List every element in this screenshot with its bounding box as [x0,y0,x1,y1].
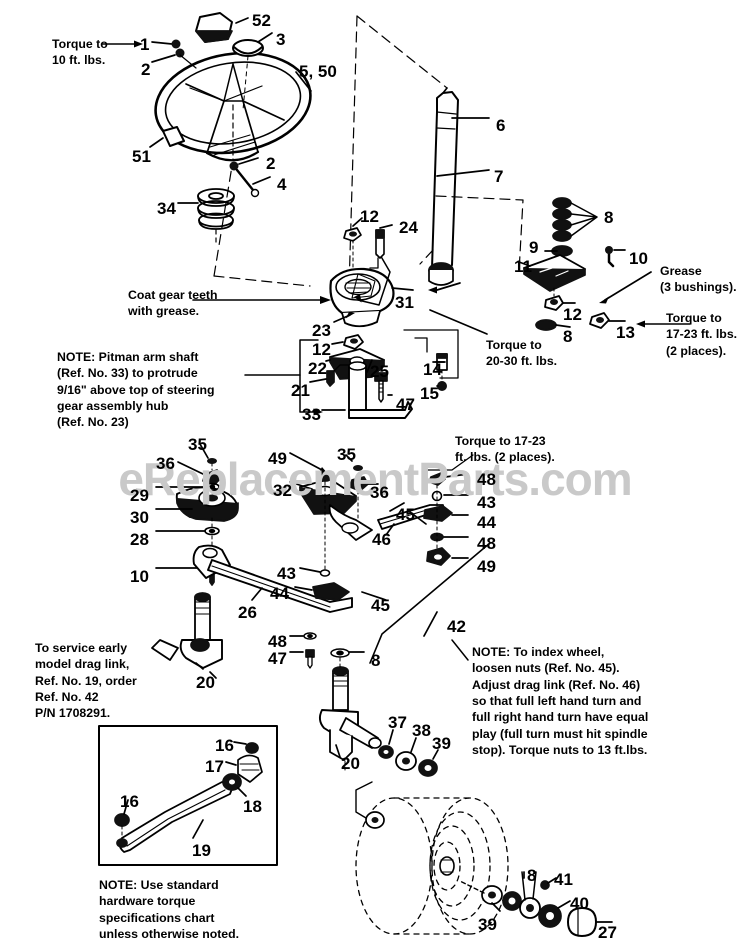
note-index-wheel: NOTE: To index wheel, loosen nuts (Ref. … [472,645,649,758]
callout-550-c550: 5, 50 [299,62,337,81]
note-grease-bushings: Grease (3 bushings). [660,264,737,295]
callout-1-c1: 1 [140,35,150,54]
callout-35-c35b: 35 [337,445,356,464]
callout-37-c37: 37 [388,713,407,732]
callout-26-c26: 26 [238,603,257,622]
callout-27-c27: 27 [598,923,617,942]
callout-52-c52: 52 [252,11,271,30]
callout-11-c11: 11 [514,257,532,276]
callout-7-c7: 7 [494,167,504,186]
callout-15-c15: 15 [420,384,439,403]
callout-42-c42: 42 [447,617,466,636]
callout-16-c16a: 16 [215,736,234,755]
callout-48-c48b: 48 [477,470,496,489]
callout-48-c48a: 48 [268,632,287,651]
callout-36-c36b: 36 [370,483,389,502]
callout-45-c45a: 45 [396,505,415,524]
callout-18-c18: 18 [243,797,262,816]
callout-10-c10a: 10 [629,249,648,268]
callout-13-c13: 13 [616,323,635,342]
callout-45-c45b: 45 [371,596,390,615]
callout-44-c44a: 44 [270,584,289,603]
callout-16-c16b: 16 [120,792,139,811]
callout-30-c30: 30 [130,508,149,527]
callout-47-c47: 47 [396,395,415,414]
callout-20-c20a: 20 [196,673,215,692]
callout-35-c35a: 35 [188,435,207,454]
callout-47-c47b: 47 [268,649,287,668]
note-coat-gear-teeth: Coat gear teeth with grease. [128,288,218,319]
callout-14-c14: 14 [423,360,442,379]
callout-21-c21: 21 [291,381,310,400]
callout-20-c20b: 20 [341,754,360,773]
callout-8-c8b: 8 [563,327,573,346]
callout-39-c39a: 39 [432,734,451,753]
callout-25-c25: 25 [370,362,389,381]
callout-34-c34: 34 [157,199,176,218]
callout-36-c36a: 36 [156,454,175,473]
callout-3-c3: 3 [276,30,286,49]
callout-12-c12b: 12 [563,305,582,324]
callout-12-c12a: 12 [360,207,379,226]
callout-10-c10b: 10 [130,567,149,586]
callout-40-c40: 40 [570,894,589,913]
callout-49-c49b: 49 [477,557,496,576]
callout-48-c48c: 48 [477,534,496,553]
callout-6-c6: 6 [496,116,506,135]
callout-39-c39b: 39 [478,915,497,934]
callout-31-c31: 31 [395,293,414,312]
note-torque-17-23-mid: Torque to 17-23 ft. lbs. (2 places). [455,434,555,465]
callout-38-c38: 38 [412,721,431,740]
note-torque-20-30: Torque to 20-30 ft. lbs. [486,338,558,369]
callout-51-c51: 51 [132,147,151,166]
callout-23-c23: 23 [312,321,331,340]
callout-44-c44b: 44 [477,513,496,532]
callout-4-c4: 4 [277,175,287,194]
callout-12-c12c: 12 [312,340,331,359]
note-pitman-arm-shaft: NOTE: Pitman arm shaft (Ref. No. 33) to … [57,350,215,430]
callout-9-c9: 9 [529,238,539,257]
callout-28-c28: 28 [130,530,149,549]
callout-41-c41: 41 [554,870,573,889]
note-torque-10: Torque to 10 ft. lbs. [52,37,108,68]
note-standard-hardware: NOTE: Use standard hardware torque speci… [99,878,240,942]
callout-22-c22: 22 [308,359,327,378]
callout-8-c8a: 8 [604,208,614,227]
callout-46-c46: 46 [372,530,391,549]
callout-49-c49a: 49 [268,449,287,468]
callout-24-c24: 24 [399,218,418,237]
callout-33-c33: 33 [302,405,321,424]
callout-2-c2a: 2 [141,60,151,79]
callout-32-c32: 32 [273,481,292,500]
callout-43-c43b: 43 [477,493,496,512]
callout-17-c17: 17 [205,757,224,776]
callout-43-c43a: 43 [277,564,296,583]
callout-8-c8c: 8 [371,651,381,670]
callout-2-c2b: 2 [266,154,276,173]
callout-29-c29: 29 [130,486,149,505]
callout-8-c8d: 8 [527,866,537,885]
note-early-model-drag-link: To service early model drag link, Ref. N… [35,641,137,721]
callout-19-c19: 19 [192,841,211,860]
note-torque-17-23-right: Torque to 17-23 ft. lbs. (2 places). [666,311,738,358]
